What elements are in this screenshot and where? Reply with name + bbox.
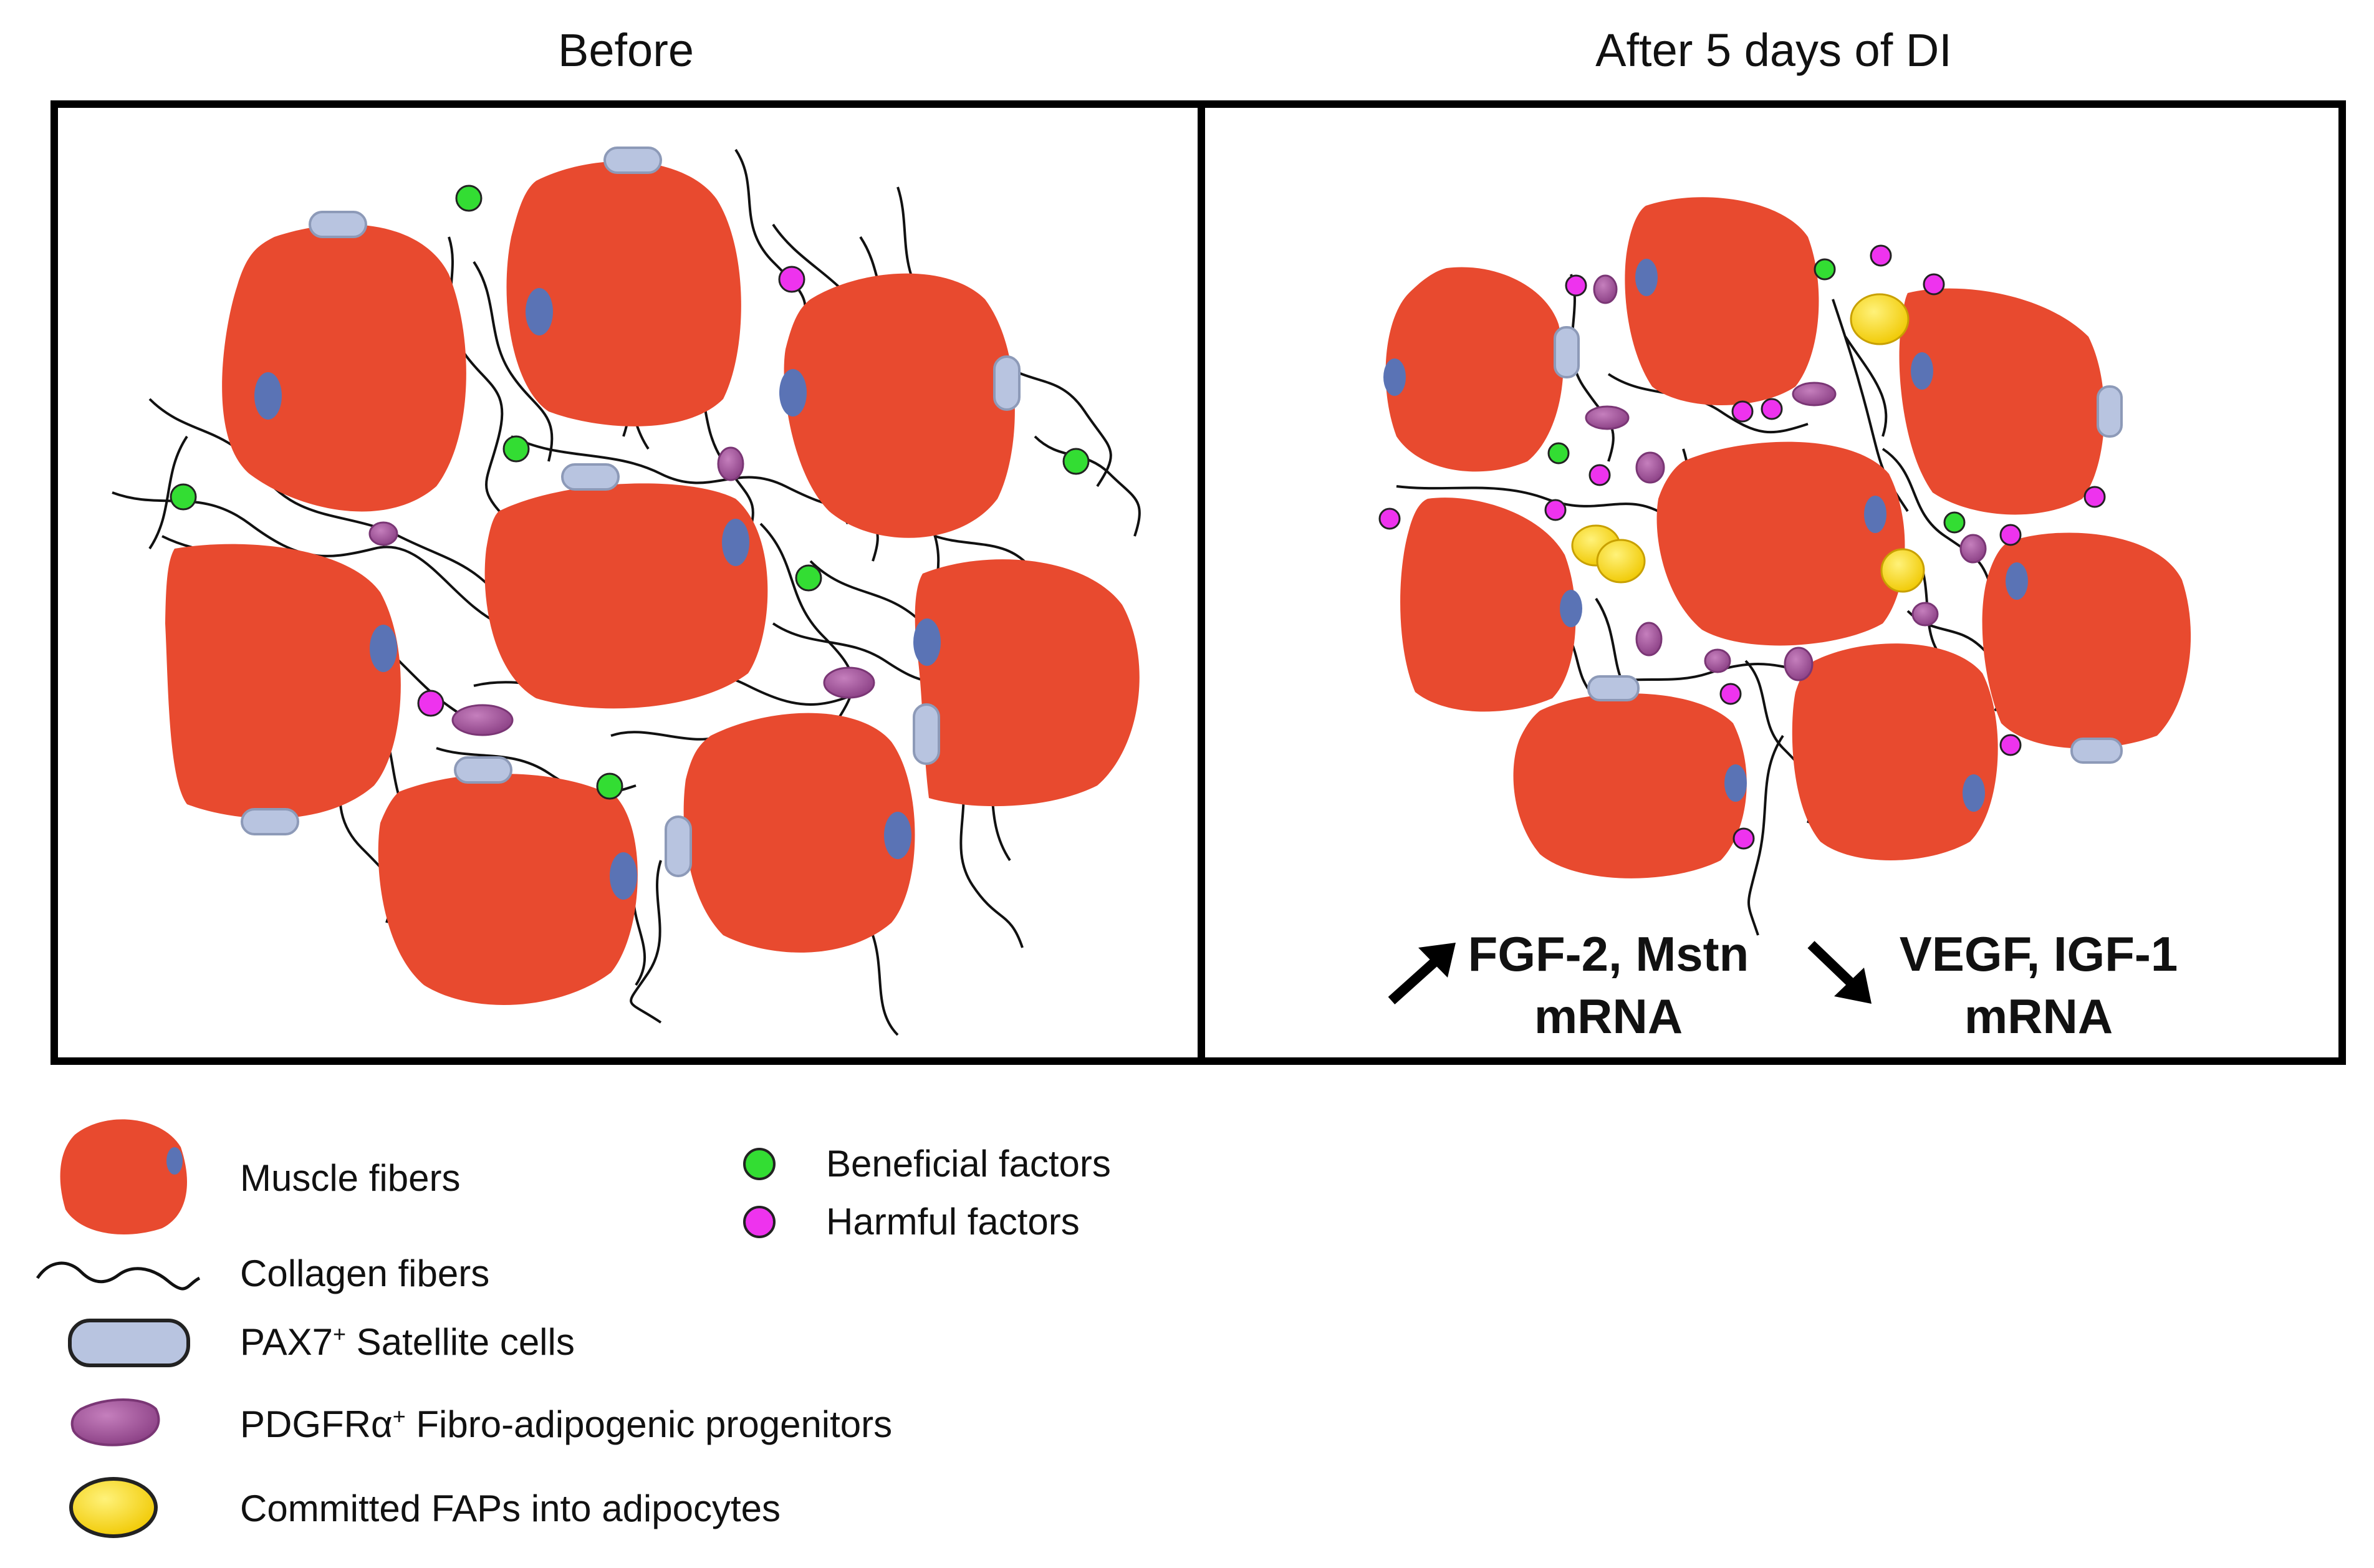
legend-muscle-icon [60, 1119, 187, 1234]
legend-beneficial-icon [743, 1148, 776, 1180]
legend-collagen-icon [36, 1261, 201, 1291]
legend-collagen-label: Collagen fibers [240, 1253, 490, 1294]
legend-harmful-icon [743, 1206, 776, 1238]
after-adipocytes [1571, 293, 1925, 593]
legend-satellite-sup: + [332, 1321, 347, 1347]
after-panel-title: After 5 days of DI [1595, 24, 1952, 76]
legend-satellite-prefix: PAX7 [240, 1321, 333, 1363]
after-muscle-fibers [1385, 197, 2191, 878]
down-arrow [1807, 941, 1872, 1004]
legend-fap-label: PDGFRα+ Fibro-adipogenic progenitors [240, 1403, 892, 1446]
legend-fap-sup: + [392, 1403, 406, 1429]
upregulated-line1: FGF-2, Mstn [1468, 926, 1749, 981]
legend-fap-prefix: PDGFRα [240, 1403, 393, 1445]
legend-fap-icon [70, 1398, 160, 1446]
after-fap-cells [1585, 274, 1987, 681]
upregulated-line2: mRNA [1534, 989, 1683, 1044]
downregulated-label: VEGF, IGF-1 mRNA [1877, 923, 2201, 1047]
after-harmful-factors [1378, 244, 2106, 850]
upregulated-label: FGF-2, Mstn mRNA [1446, 923, 1771, 1047]
legend-beneficial-label: Beneficial factors [826, 1143, 1111, 1185]
before-panel-title: Before [557, 24, 694, 76]
before-fap-cells [368, 446, 875, 736]
legend-harmful-label: Harmful factors [826, 1201, 1080, 1243]
after-satellite-cells [1554, 326, 2123, 764]
after-nuclei [1383, 259, 2028, 812]
legend-muscle-label: Muscle fibers [240, 1157, 461, 1199]
before-muscle-fibers [165, 161, 1140, 1006]
before-nuclei [254, 288, 941, 900]
legend-satellite-suffix: Satellite cells [346, 1321, 575, 1363]
legend-adipocyte-icon [69, 1477, 158, 1538]
legend-fap-suffix: Fibro-adipogenic progenitors [405, 1403, 893, 1445]
downregulated-line2: mRNA [1964, 989, 2113, 1044]
before-satellite-cells [241, 147, 1021, 877]
legend-satellite-icon [68, 1319, 190, 1367]
legend-adipocyte-label: Committed FAPs into adipocytes [240, 1488, 781, 1529]
downregulated-line1: VEGF, IGF-1 [1899, 926, 2178, 981]
before-beneficial-factors [170, 185, 1090, 800]
legend-satellite-label: PAX7+ Satellite cells [240, 1320, 575, 1364]
after-beneficial-factors [1547, 258, 1966, 534]
before-harmful-factors [417, 266, 805, 717]
after-panel-frame [1198, 100, 2346, 1065]
up-arrow [1388, 943, 1456, 1004]
